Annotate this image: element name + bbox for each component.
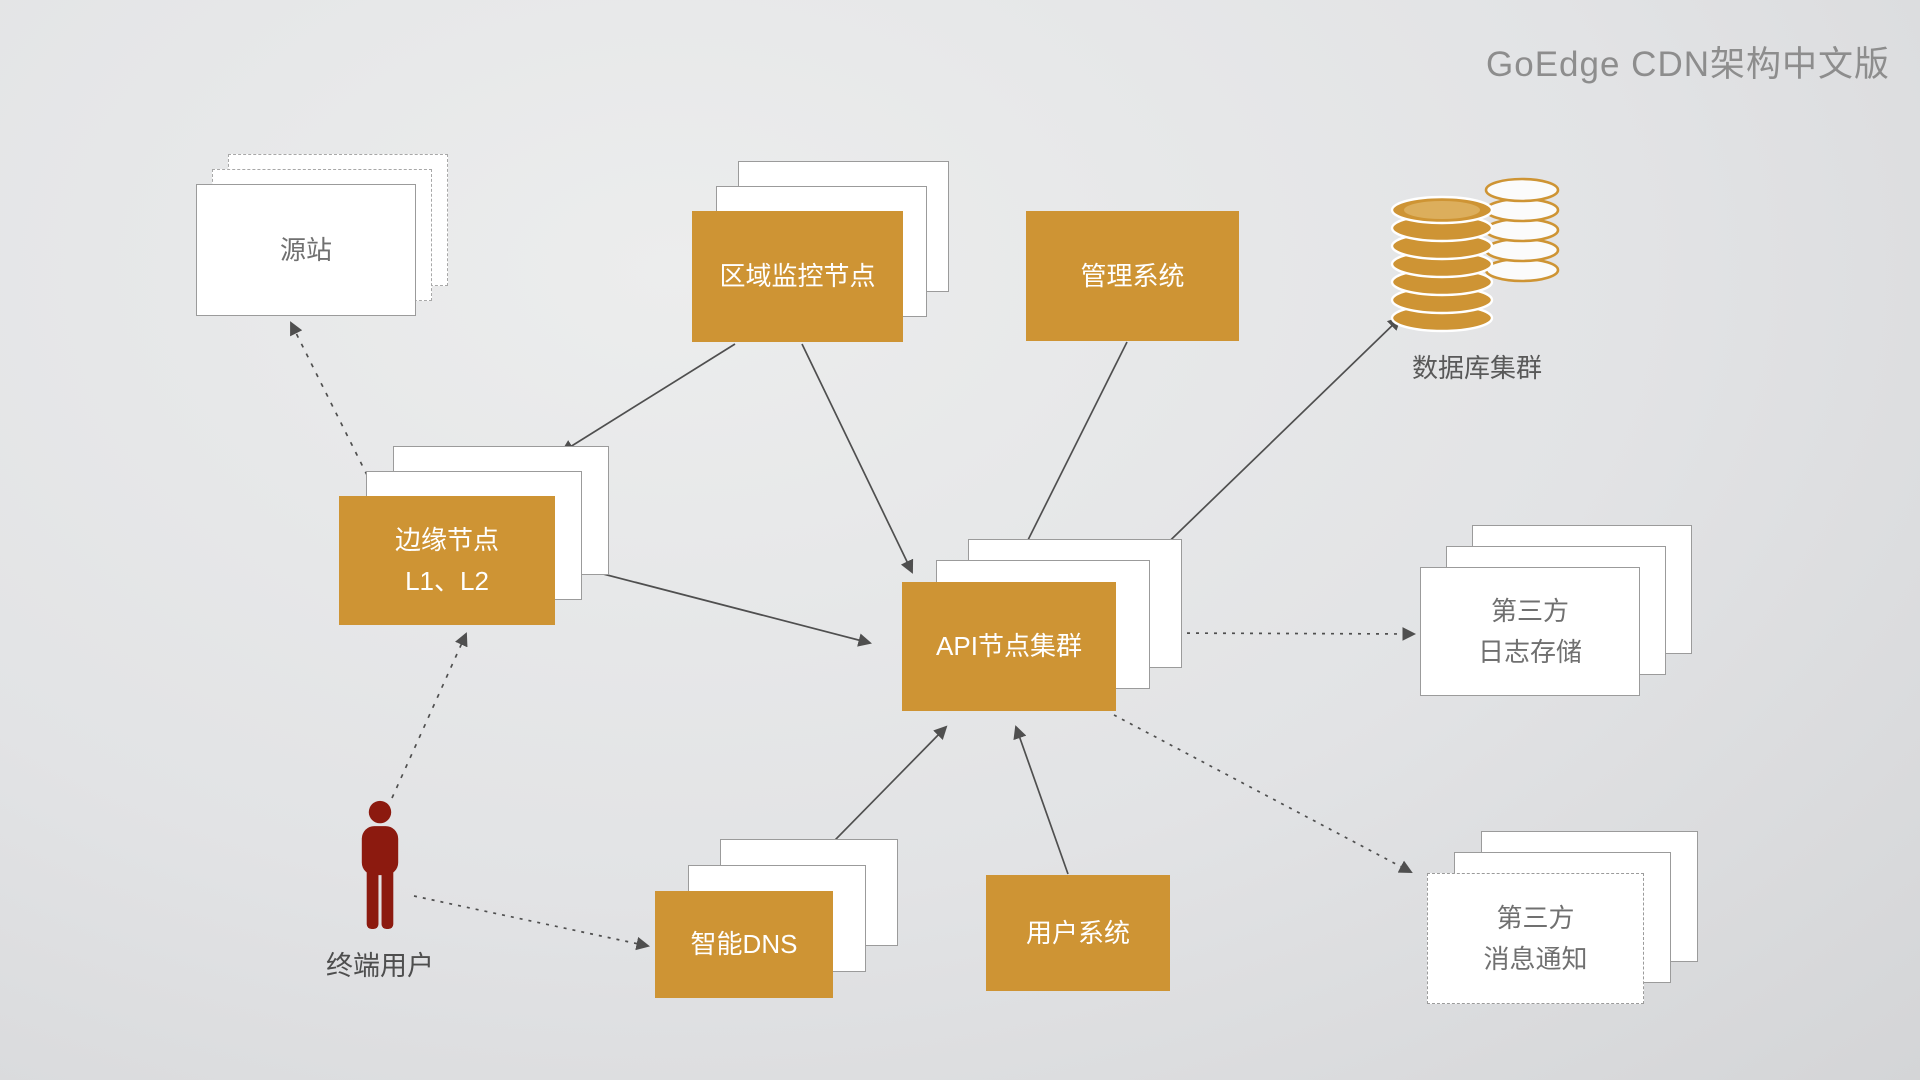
origin-label: 源站 [279,234,332,265]
notify-sublabel: 消息通知 [1483,943,1588,974]
node-user-system: 用户系统 [986,875,1170,991]
arrow-api-to-notification [1113,714,1413,873]
notify-label: 第三方 [1496,903,1575,934]
user-system-box: 用户系统 [986,875,1170,991]
edge-label: 边缘节点 [394,525,499,556]
node-edge: 边缘节点 L1、L2 [339,446,609,625]
user-system-label: 用户系统 [1025,917,1130,948]
dns-box: 智能DNS [655,891,833,998]
arrow-monitor-to-api [801,343,914,574]
node-origin: 源站 [196,154,448,316]
dns-label: 智能DNS [690,929,798,960]
log-sublabel: 日志存储 [1477,636,1582,667]
node-api-cluster: API节点集群 [902,539,1182,711]
edge-box: 边缘节点 L1、L2 [339,496,555,625]
notify-box: 第三方 消息通知 [1427,873,1644,1004]
arrow-monitor-to-edge [560,343,736,454]
end-user-label: 终端用户 [326,951,434,981]
end-user-icon [361,800,399,929]
database-cluster-label: 数据库集群 [1411,353,1542,383]
arrow-api-to-log-storage [1159,627,1417,641]
diagram-title: GoEdge CDN架构中文版 [1486,45,1890,84]
admin-box: 管理系统 [1026,211,1239,341]
arrow-admin-to-api [1008,341,1128,580]
arrow-edge-to-api [556,561,872,647]
log-label: 第三方 [1490,596,1569,627]
database-cluster-icon [1390,177,1560,333]
log-box: 第三方 日志存储 [1420,567,1640,696]
monitor-label: 区域监控节点 [719,261,876,292]
admin-label: 管理系统 [1080,260,1185,291]
node-log-storage: 第三方 日志存储 [1420,525,1692,696]
origin-box: 源站 [196,184,416,316]
arrow-usersystem-to-api [1013,725,1069,875]
arrow-edge-to-origin [290,321,378,496]
node-smart-dns: 智能DNS [655,839,898,998]
node-region-monitor: 区域监控节点 [692,161,949,342]
node-notification: 第三方 消息通知 [1427,831,1698,1004]
arrow-api-to-database [1148,316,1402,562]
api-label: API节点集群 [936,631,1082,662]
api-box: API节点集群 [902,582,1116,711]
monitor-box: 区域监控节点 [692,211,903,342]
arrow-enduser-to-edge [391,632,468,799]
node-admin-system: 管理系统 [1026,211,1239,341]
arrow-enduser-to-dns [413,895,650,951]
edge-sublabel: L1、L2 [405,565,489,596]
